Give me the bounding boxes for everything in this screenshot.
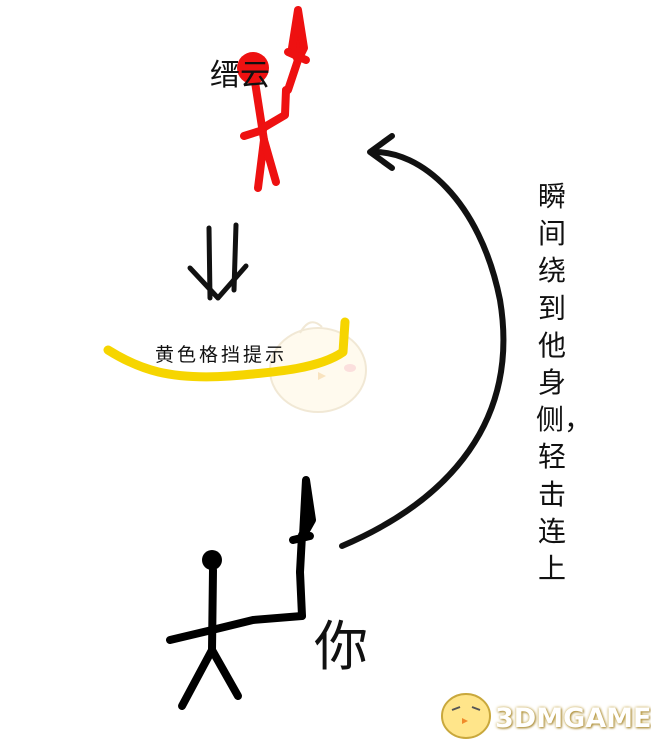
- diagram-canvas: 缙云 黄色格挡提示 你 瞬间绕到他身侧，轻击连上 3DMGAME: [103, 6, 651, 739]
- curved-arrow-icon: [339, 133, 507, 549]
- parry-hint-label: 黄色格挡提示: [155, 344, 288, 366]
- down-double-arrow-icon: [187, 222, 249, 301]
- enemy-head: [237, 52, 269, 84]
- player-figure: [166, 476, 316, 710]
- player-body: [208, 566, 217, 654]
- enemy-name-label: 缙云: [210, 58, 270, 93]
- side-note-text: 瞬间绕到他身侧，轻击连上: [536, 180, 593, 586]
- player-name-label: 你: [314, 615, 368, 678]
- player-head: [202, 550, 222, 570]
- diagram-drawing: [103, 6, 507, 739]
- parry-line: [103, 317, 350, 382]
- enemy-figure: [237, 6, 310, 192]
- watermark-text: 3DMGAME: [495, 703, 651, 734]
- watermark-mascot-icon: [441, 693, 491, 739]
